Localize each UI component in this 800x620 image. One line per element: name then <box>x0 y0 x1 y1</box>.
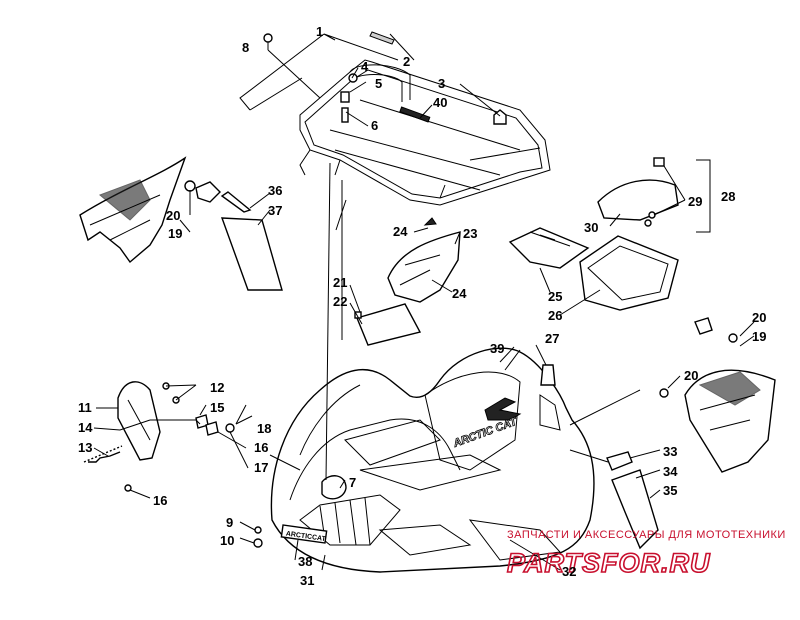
emblem-part <box>321 475 347 500</box>
callout-24a: 24 <box>393 224 408 239</box>
rack-strap <box>399 106 431 123</box>
callout-27: 27 <box>545 331 559 346</box>
left-decal <box>220 191 283 291</box>
callout-8: 8 <box>242 40 249 55</box>
callout-37: 37 <box>268 203 282 218</box>
callout-7: 7 <box>349 475 356 490</box>
watermark: ЗАПЧАСТИ И АКСЕССУАРЫ ДЛЯ МОТОТЕХНИКИ PA… <box>506 529 786 579</box>
callout-11: 11 <box>78 400 92 415</box>
callout-21: 21 <box>333 275 347 290</box>
callout-26: 26 <box>548 308 562 323</box>
headlight-assembly <box>83 381 253 492</box>
callout-38: 38 <box>298 554 312 569</box>
callout-17: 17 <box>254 460 268 475</box>
storage-cover <box>597 157 679 227</box>
right-decal <box>606 451 659 550</box>
callout-16b: 16 <box>153 493 167 508</box>
callout-14: 14 <box>78 420 93 435</box>
watermark-site: PARTSFOR.RU <box>507 548 711 578</box>
callout-9: 9 <box>226 515 233 530</box>
callout-36: 36 <box>268 183 282 198</box>
callout-labels: 1 2 3 4 5 6 7 8 9 10 11 12 13 14 15 16 1… <box>78 24 766 588</box>
callout-12: 12 <box>210 380 224 395</box>
callout-23: 23 <box>463 226 477 241</box>
callout-16a: 16 <box>254 440 268 455</box>
center-cover <box>354 217 461 346</box>
small-fasteners <box>253 526 263 548</box>
callout-24b: 24 <box>452 286 467 301</box>
rack-fasteners <box>263 33 358 123</box>
callout-39: 39 <box>490 341 504 356</box>
callout-33: 33 <box>663 444 677 459</box>
callout-1: 1 <box>316 24 323 39</box>
callout-35: 35 <box>663 483 677 498</box>
watermark-tagline: ЗАПЧАСТИ И АКСЕССУАРЫ ДЛЯ МОТОТЕХНИКИ <box>507 529 786 541</box>
callout-5: 5 <box>375 76 382 91</box>
callout-34: 34 <box>663 464 678 479</box>
callout-2: 2 <box>403 54 410 69</box>
rack-badge <box>369 31 395 45</box>
callout-13: 13 <box>78 440 92 455</box>
knob <box>540 364 556 386</box>
callout-18: 18 <box>257 421 271 436</box>
left-side-panel <box>79 156 221 264</box>
callout-20a: 20 <box>166 208 180 223</box>
callout-19a: 19 <box>168 226 182 241</box>
rear-rack <box>299 31 551 206</box>
callout-10: 10 <box>220 533 234 548</box>
callout-28: 28 <box>721 189 735 204</box>
callout-32: 32 <box>562 564 576 579</box>
storage-box <box>508 227 679 311</box>
right-side-panel <box>659 317 776 473</box>
callout-19b: 19 <box>752 329 766 344</box>
callout-6: 6 <box>371 118 378 133</box>
callout-20b: 20 <box>752 310 766 325</box>
callout-4: 4 <box>361 59 369 74</box>
front-fender: ARCTIC CAT <box>270 347 595 573</box>
callout-31: 31 <box>300 573 314 588</box>
callout-22: 22 <box>333 294 347 309</box>
callout-25: 25 <box>548 289 562 304</box>
callout-20c: 20 <box>684 368 698 383</box>
leader-lines <box>93 33 755 571</box>
callout-29: 29 <box>688 194 702 209</box>
callout-3: 3 <box>438 76 445 91</box>
callout-15: 15 <box>210 400 224 415</box>
callout-30: 30 <box>584 220 598 235</box>
callout-40: 40 <box>433 95 447 110</box>
